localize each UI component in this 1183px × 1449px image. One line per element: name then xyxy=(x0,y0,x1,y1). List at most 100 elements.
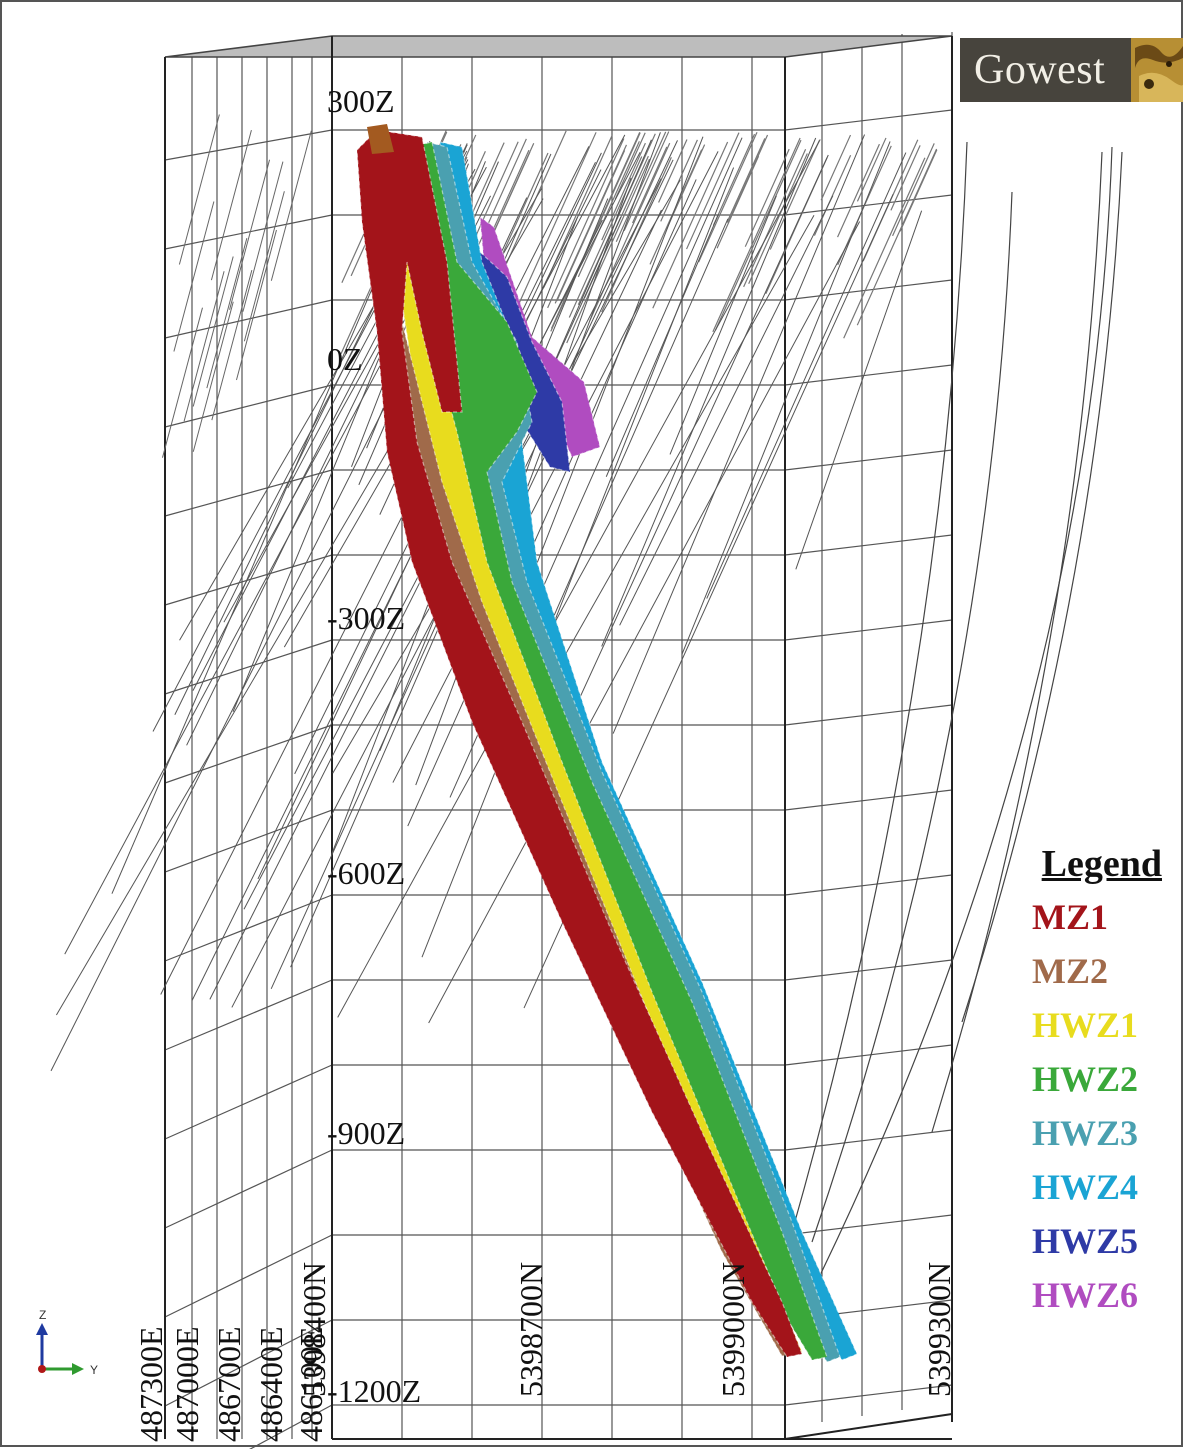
grid-line xyxy=(164,809,333,873)
drillhole xyxy=(744,148,790,247)
drillhole xyxy=(686,132,740,250)
grid-line xyxy=(164,129,333,161)
drillhole xyxy=(605,214,719,477)
northing-label: 5399300N xyxy=(921,1262,957,1397)
drillhole xyxy=(554,144,628,304)
grid-line xyxy=(784,1384,953,1406)
grid-edge xyxy=(784,1413,953,1440)
drillhole xyxy=(658,139,688,203)
legend-item-hwz1: HWZ1 xyxy=(1032,1005,1139,1045)
axis-z-label: Z xyxy=(39,1308,46,1322)
drillhole xyxy=(743,148,807,288)
grid-line xyxy=(164,384,333,428)
drillhole xyxy=(843,157,926,339)
drillhole xyxy=(415,132,661,786)
drillhole xyxy=(791,141,968,1233)
drillhole xyxy=(547,138,625,309)
legend-title: Legend xyxy=(1041,843,1162,885)
drillhole xyxy=(811,191,1013,1243)
drillhole xyxy=(813,155,852,236)
drillhole xyxy=(243,191,285,342)
elevation-label: -300Z xyxy=(327,600,405,636)
drillhole xyxy=(183,271,225,422)
grid-line xyxy=(164,214,333,250)
drillhole-traces xyxy=(50,114,1123,1313)
drillhole xyxy=(681,141,891,655)
drillhole xyxy=(614,132,646,200)
grid-line xyxy=(784,364,953,386)
drillhole xyxy=(712,133,756,226)
drillhole xyxy=(612,134,866,734)
legend-item-hwz4: HWZ4 xyxy=(1032,1167,1139,1207)
drillhole xyxy=(192,301,234,452)
drillhole xyxy=(801,146,1113,1313)
drillhole xyxy=(211,270,253,421)
drillhole xyxy=(726,138,766,223)
mineralized-zones xyxy=(356,124,858,1363)
drillhole xyxy=(568,156,643,318)
drillhole xyxy=(632,146,668,224)
northing-label: 5398400N xyxy=(296,1262,332,1397)
easting-label: 486100E xyxy=(293,1326,329,1442)
legend-item-mz1: MZ1 xyxy=(1032,897,1108,937)
grid-line xyxy=(164,1234,333,1318)
drillhole xyxy=(892,143,935,237)
drillhole xyxy=(601,156,672,313)
drillhole xyxy=(566,158,651,344)
grid-line xyxy=(784,534,953,556)
legend-item-hwz6: HWZ6 xyxy=(1032,1275,1139,1315)
collar-cap xyxy=(367,124,394,154)
grid-line xyxy=(784,874,953,896)
easting-label: 486700E xyxy=(211,1326,247,1442)
drillhole xyxy=(652,141,729,309)
grid-line xyxy=(784,704,953,726)
logo-text: Gowest xyxy=(974,47,1106,93)
drillhole xyxy=(210,129,252,281)
grid-line xyxy=(164,894,333,962)
drillhole xyxy=(727,134,769,224)
elevation-label: 300Z xyxy=(327,83,395,119)
easting-label: 487300E xyxy=(133,1326,169,1442)
drillhole xyxy=(229,159,271,310)
drillhole xyxy=(500,130,567,276)
drillhole xyxy=(660,139,698,222)
drillhole xyxy=(270,130,312,281)
grid-line xyxy=(784,194,953,216)
legend-item-hwz2: HWZ2 xyxy=(1032,1059,1139,1099)
drillhole xyxy=(192,256,234,407)
legend-item-hwz5: HWZ5 xyxy=(1032,1221,1139,1261)
drillhole xyxy=(712,137,801,333)
axis-triad: Z Y xyxy=(36,1308,98,1377)
grid-line xyxy=(164,979,333,1051)
zone-mz1 xyxy=(356,129,803,1358)
elevation-label: -900Z xyxy=(327,1115,405,1151)
drillhole xyxy=(795,210,923,570)
drillhole xyxy=(601,137,817,647)
grid-line xyxy=(164,639,333,695)
grid-line xyxy=(164,1064,333,1140)
drillhole xyxy=(619,195,834,626)
drillhole xyxy=(206,237,248,389)
grid-line xyxy=(784,959,953,981)
grid-line xyxy=(164,1149,333,1229)
drillhole xyxy=(706,152,907,599)
drillhole xyxy=(337,139,821,1018)
drillhole xyxy=(899,149,938,232)
drillhole xyxy=(407,179,697,827)
grid-line xyxy=(784,279,953,301)
drillhole xyxy=(748,153,808,285)
drillhole xyxy=(509,209,662,530)
drillhole xyxy=(491,149,530,233)
grid-line xyxy=(784,619,953,641)
grid-line xyxy=(784,109,953,131)
drillhole xyxy=(493,152,531,231)
drillhole xyxy=(513,132,597,316)
easting-label: 486400E xyxy=(253,1326,289,1442)
drillhole xyxy=(178,114,220,265)
northing-label: 5398700N xyxy=(513,1262,549,1397)
